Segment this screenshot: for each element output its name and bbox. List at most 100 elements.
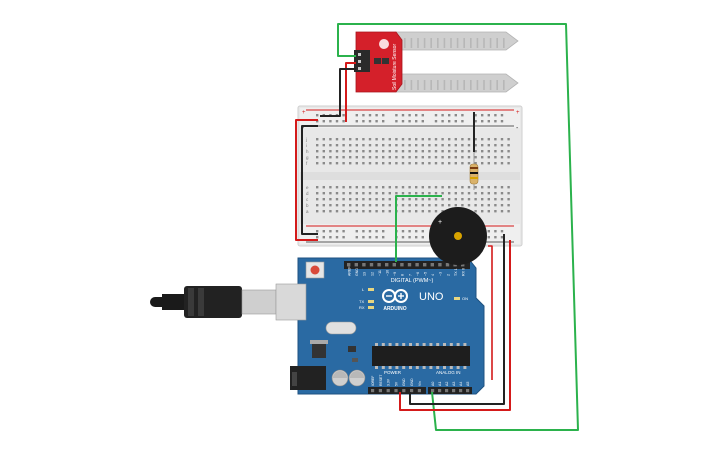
rail-hole [355,120,358,123]
breadboard-hole [494,138,497,141]
analog-pin [459,389,463,393]
breadboard-hole [500,144,504,147]
breadboard-hole [329,162,332,165]
breadboard-hole [388,198,391,201]
rail-hole [401,120,405,123]
digital-pin-label: 2 [446,274,450,276]
breadboard-hole [408,138,411,141]
rail-hole [335,120,339,123]
arduino-brand-text: ARDUINO [383,306,406,312]
probe-trace [503,80,505,90]
breadboard-hole [487,144,490,147]
breadboard-hole [487,192,490,195]
usb-cable [150,283,307,321]
breadboard-hole [467,156,471,159]
rail-hole [415,120,418,123]
breadboard-hole [408,204,411,207]
rail-hole [368,230,372,233]
sensor-header [354,50,370,72]
breadboard-hole [421,210,424,213]
breadboard-hole [408,144,411,147]
breadboard-hole [421,162,424,165]
breadboard-hole [316,162,319,165]
breadboard-hole [507,192,510,195]
probe-trace [430,80,432,90]
digital-pin [392,263,396,267]
probe-trace [423,80,426,90]
breadboard-hole [322,162,325,165]
digital-pin [407,263,412,267]
row-letter: a [306,209,309,214]
rail-hole [415,230,418,233]
breadboard-hole [395,156,398,159]
voltage-regulator [312,344,326,358]
breadboard-hole [487,186,490,189]
breadboard-hole [362,198,365,201]
breadboard-hole [401,192,405,195]
chip-pin [449,343,453,346]
probe-trace [443,80,446,90]
breadboard-hole [415,204,418,207]
chip-pin [429,343,433,346]
breadboard-hole [342,144,345,147]
breadboard-hole [481,156,484,159]
breadboard-hole [395,144,398,147]
probe-trace [450,80,452,90]
rail-hole [362,120,365,123]
breadboard-hole [329,210,332,213]
probe-trace [463,80,465,90]
breadboard-hole [375,156,378,159]
breadboard-hole [487,150,490,153]
breadboard-hole [441,186,444,189]
probe-trace [443,38,446,48]
analog-pin [445,389,449,393]
analog-pin-label: A5 [466,382,470,386]
breadboard-hole [375,144,378,147]
rail-hole [342,230,345,233]
breadboard-hole [448,150,451,153]
breadboard-hole [415,138,418,141]
breadboard-hole [382,198,385,201]
breadboard-hole [415,186,418,189]
chip-pin [436,343,440,346]
breadboard-hole [500,138,504,141]
breadboard-hole [388,150,391,153]
breadboard-hole [454,162,457,165]
rail-hole [474,120,477,123]
breadboard-hole [375,204,378,207]
rail-hole [500,120,504,123]
breadboard-hole [487,210,490,213]
breadboard-hole [487,162,490,165]
rail-hole [441,114,444,117]
breadboard-hole [355,150,358,153]
chip-pin [388,343,392,346]
wire-rail-gnd-left [301,125,318,235]
digital-pin [347,263,351,267]
rail-hole [335,230,339,233]
digital-pin-label: ~5 [424,272,428,276]
power-pin [386,389,390,393]
breadboard-hole [428,162,431,165]
breadboard-hole [362,186,365,189]
breadboard-hole [454,204,457,207]
analog-pin-label: A3 [452,382,456,386]
rail-hole [441,120,444,123]
breadboard-hole [349,156,352,159]
breadboard-hole [448,198,451,201]
breadboard-hole [428,210,431,213]
breadboard-hole [467,198,471,201]
breadboard-hole [375,138,378,141]
breadboard-hole [408,162,411,165]
analog-pin [466,389,470,393]
digital-pin-label: GND [355,268,359,276]
breadboard-hole [434,162,438,165]
breadboard-hole [375,150,378,153]
breadboard-hole [448,144,451,147]
wire-rail-vcc-left [295,119,318,241]
breadboard-hole [481,186,484,189]
breadboard-hole [494,144,497,147]
breadboard-hole [349,210,352,213]
reset-button-cap [310,265,320,275]
rail-hole [487,230,490,233]
